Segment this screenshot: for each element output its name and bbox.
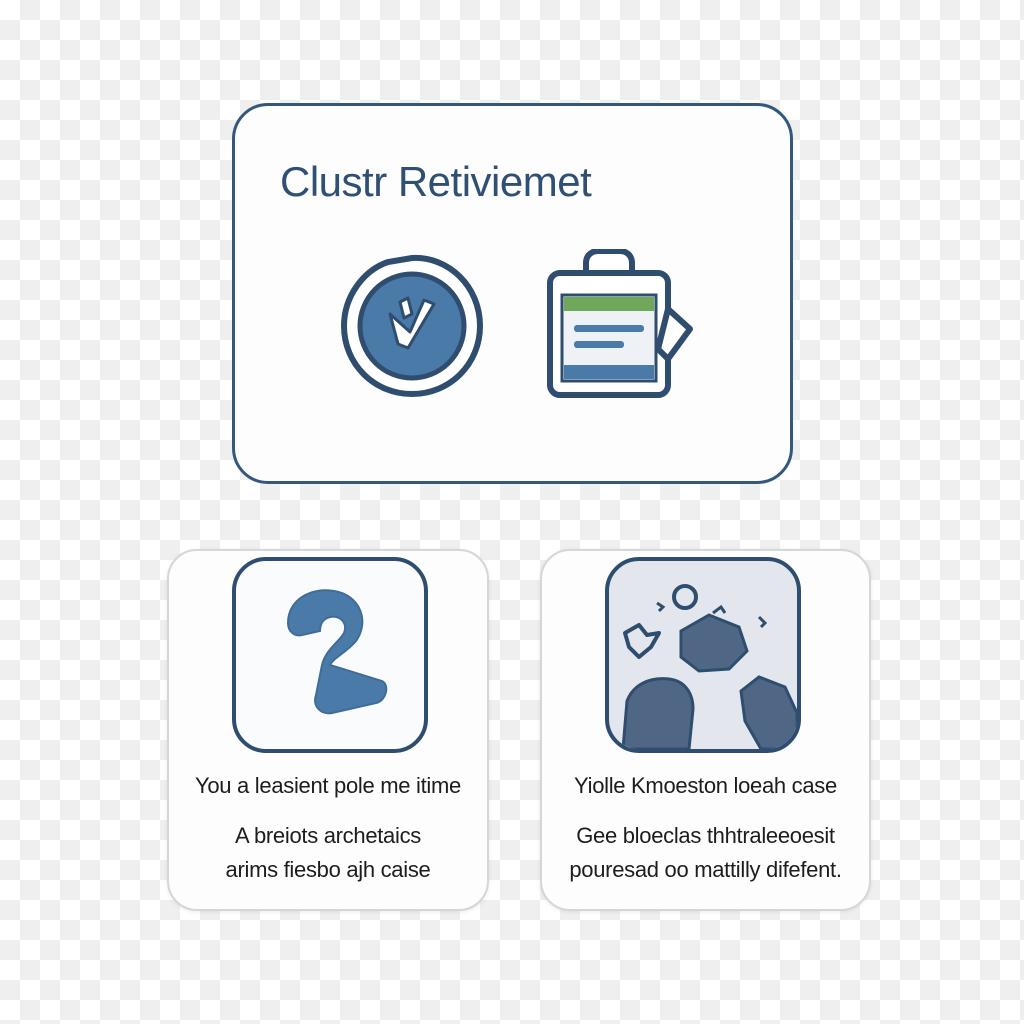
card-heading: You a leasient pole me itime [195,773,461,798]
card-body-line-1: A breiots archetaics [235,823,421,848]
check-badge-icon [338,252,486,400]
question-mark-icon [232,557,428,753]
card-body-line-1: Gee bloeclas thhtraleeoesit [576,823,835,848]
info-card-left: You a leasient pole me itime A breiots a… [167,549,489,911]
clipboard-edit-icon [540,248,698,401]
card-body-line-2: arims fiesbo ajh caise [225,857,431,882]
card-heading: Yiolle Kmoeston loeah case [574,773,837,798]
scattered-shapes-icon [605,557,801,753]
cluster-retirement-card: Clustr Retiviemet [232,103,793,484]
info-card-right: Yiolle Kmoeston loeah case Gee bloeclas … [540,549,871,911]
card-body-line-2: pouresad oo mattilly difefent. [569,857,842,882]
card-title: Clustr Retiviemet [280,158,592,205]
